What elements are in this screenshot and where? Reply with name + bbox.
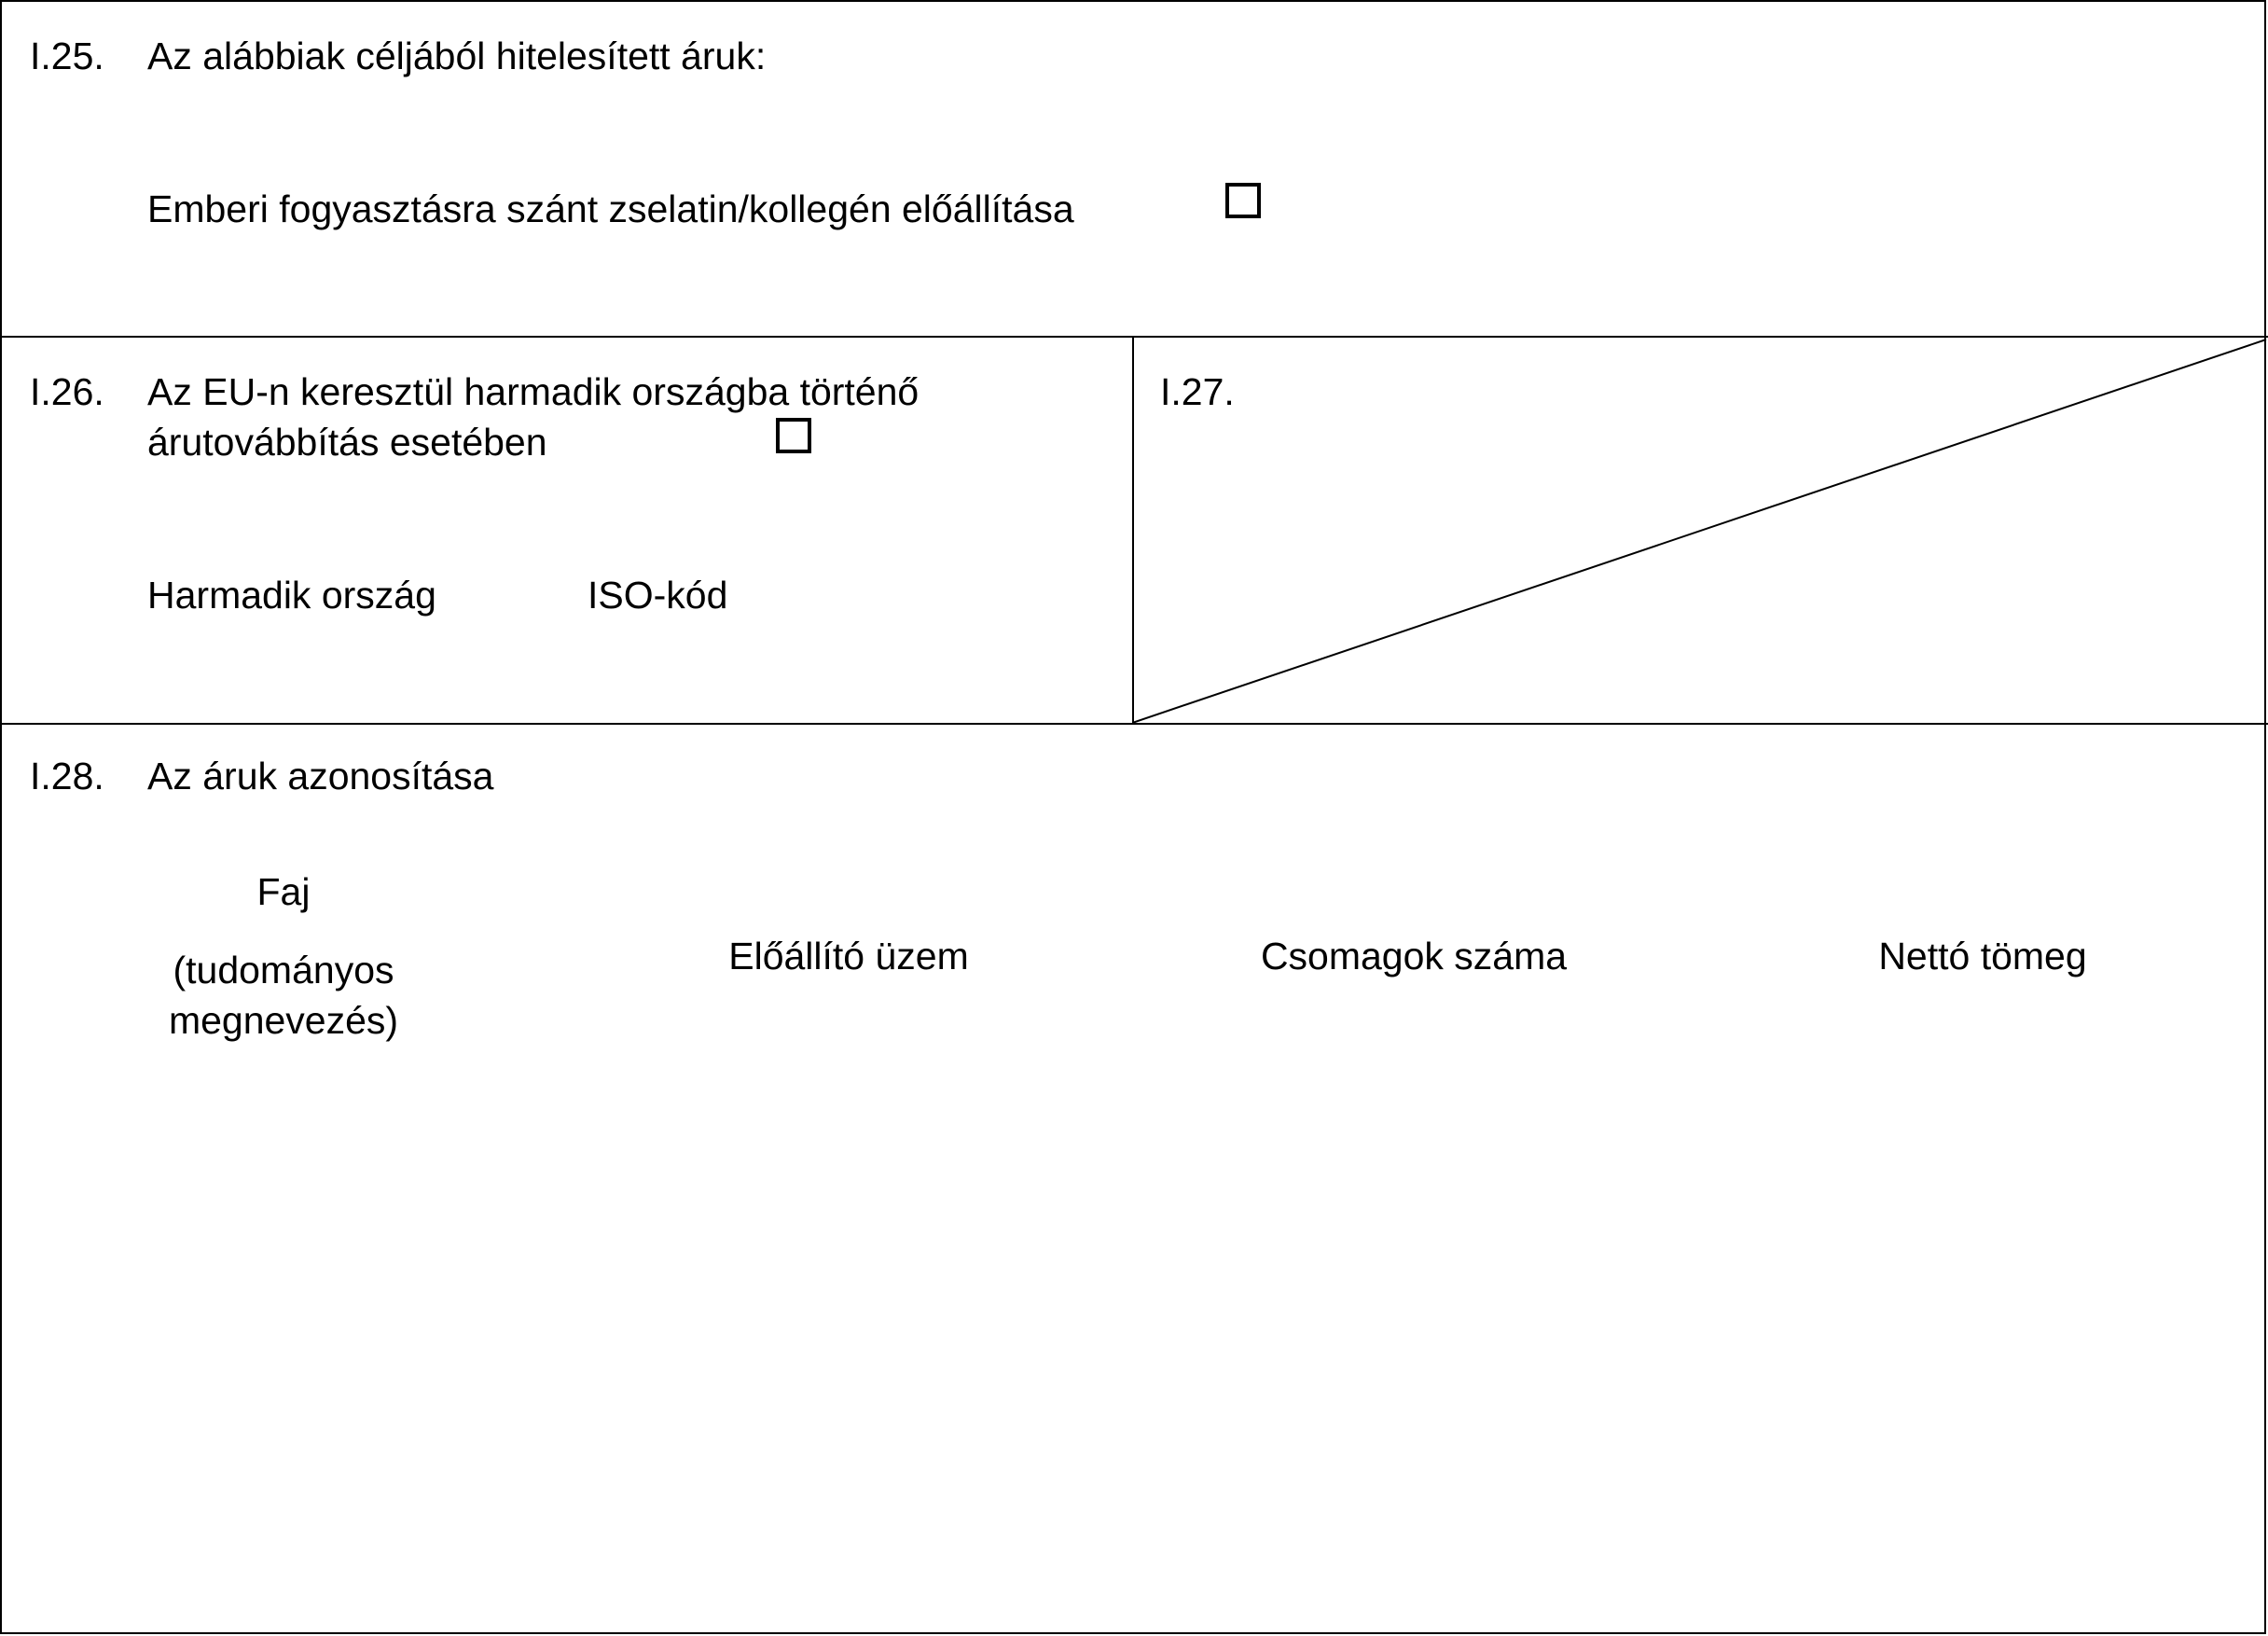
column-number-of-packages: Csomagok száma xyxy=(1260,935,1568,977)
section-i28-number: I.28. xyxy=(30,755,104,797)
column-species-line3: megnevezés) xyxy=(168,999,399,1042)
strikeout-diagonal-line xyxy=(1132,339,2267,724)
column-species-line2: (tudományos xyxy=(173,949,394,991)
section-i26-number: I.26. xyxy=(30,370,104,413)
gelatin-collagen-checkbox[interactable] xyxy=(1225,183,1261,218)
column-net-weight: Nettó tömeg xyxy=(1878,935,2087,977)
column-production-plant: Előállító üzem xyxy=(728,935,969,977)
divider-i25-i26 xyxy=(0,336,2268,338)
section-i26-title-line1: Az EU-n keresztül harmadik országba tört… xyxy=(147,370,920,413)
divider-i26-i28 xyxy=(0,723,2268,725)
section-i27-strikeout xyxy=(1132,339,2267,724)
iso-code-label: ISO-kód xyxy=(588,574,728,617)
section-i26-title-line2: árutovábbítás esetében xyxy=(147,421,547,464)
section-i25-number: I.25. xyxy=(30,35,104,77)
divider-i26-i27 xyxy=(1132,336,1134,725)
section-i25-title: Az alábbiak céljából hitelesített áruk: xyxy=(147,35,767,77)
column-species-line1: Faj xyxy=(256,870,311,913)
third-country-label: Harmadik ország xyxy=(147,574,436,617)
section-i28-title: Az áruk azonosítása xyxy=(147,755,494,797)
transit-checkbox[interactable] xyxy=(776,418,811,453)
section-i27-number: I.27. xyxy=(1160,370,1235,413)
section-i25-option-label: Emberi fogyasztásra szánt zselatin/kolle… xyxy=(147,187,1074,230)
